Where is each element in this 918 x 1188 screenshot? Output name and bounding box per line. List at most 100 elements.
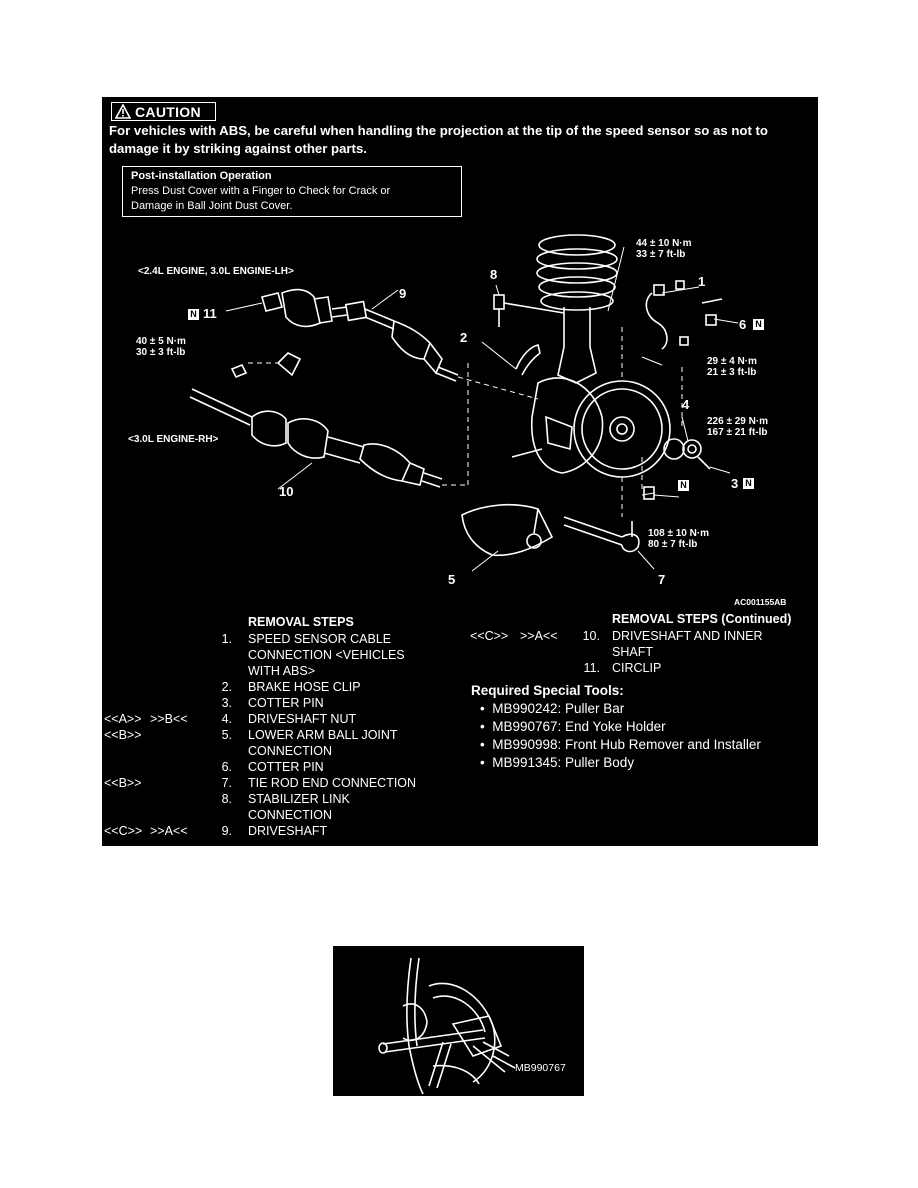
tool-item: • MB990998: Front Hub Remover and Instal… xyxy=(480,737,761,752)
tool-item-text: MB990998: Front Hub Remover and Installe… xyxy=(492,737,761,752)
callout-10: 10 xyxy=(279,484,294,499)
step-text: DRIVESHAFT NUT xyxy=(248,712,357,726)
step-row: CONNECTION xyxy=(104,807,444,823)
step-row: WITH ABS> xyxy=(104,663,444,679)
tool-item-text: MB991345: Puller Body xyxy=(492,755,635,770)
step-ref-b: >>A<< xyxy=(520,629,558,643)
step-row: CONNECTION xyxy=(104,743,444,759)
torque-80ftlb: 80 ± 7 ft-lb xyxy=(648,539,698,550)
step-text: CONNECTION <VEHICLES xyxy=(248,648,405,662)
callout-1: 1 xyxy=(698,274,706,289)
step-row: <<B>>7.TIE ROD END CONNECTION xyxy=(104,775,444,791)
end-yoke-holder-drawing xyxy=(378,957,516,1095)
step-ref-a: <<C>> xyxy=(104,824,143,838)
tool-item: • MB990767: End Yoke Holder xyxy=(480,719,666,734)
special-tools-list: • MB990242: Puller Bar • MB990767: End Y… xyxy=(480,700,761,772)
caution-text: For vehicles with ABS, be careful when h… xyxy=(109,123,768,156)
step-text: TIE ROD END CONNECTION xyxy=(248,776,417,790)
removal-steps-continued-list: <<C>>>>A<<10.DRIVESHAFT AND INNER SHAFT … xyxy=(470,628,810,676)
callout-3: 3 xyxy=(731,476,739,491)
step-ref-b: >>A<< xyxy=(150,824,188,838)
caution-title: CAUTION xyxy=(135,103,201,120)
procedure-figure-panel: CAUTION For vehicles with ABS, be carefu… xyxy=(102,97,818,846)
step-text: LOWER ARM BALL JOINT xyxy=(248,728,398,742)
step-ref-a: <<B>> xyxy=(104,776,142,790)
warning-triangle-icon xyxy=(115,104,131,119)
removal-steps-heading: REMOVAL STEPS xyxy=(248,615,354,629)
torque-21ftlb: 21 ± 3 ft-lb xyxy=(707,367,757,378)
callout-7: 7 xyxy=(658,572,666,587)
knuckle-hub-drawing xyxy=(511,377,671,478)
tool-photo-label: MB990767 xyxy=(515,1062,566,1074)
step-ref-a: <<C>> xyxy=(470,629,509,643)
cotter-pin-and-nut-drawing xyxy=(643,298,723,500)
step-text: SHAFT xyxy=(612,645,653,659)
callout-5: 5 xyxy=(448,572,456,587)
step-text: CIRCLIP xyxy=(612,661,662,675)
driveshaft-upper-drawing xyxy=(261,288,459,382)
post-installation-note: Post-installation Operation Press Dust C… xyxy=(122,166,462,217)
step-text: DRIVESHAFT xyxy=(248,824,328,838)
post-installation-title: Post-installation Operation xyxy=(131,170,272,182)
step-row: CONNECTION <VEHICLES xyxy=(104,647,444,663)
special-tools-heading: Required Special Tools: xyxy=(471,683,624,698)
figure-code: AC001155AB xyxy=(734,597,787,607)
caution-badge: CAUTION xyxy=(111,102,216,121)
step-number: 9. xyxy=(221,824,232,838)
new-part-mark-3: N xyxy=(743,478,754,489)
removal-steps-list: 1.SPEED SENSOR CABLE CONNECTION <VEHICLE… xyxy=(104,631,444,839)
strut-spring-drawing xyxy=(536,234,618,384)
step-text: CONNECTION xyxy=(248,808,333,822)
callout-8: 8 xyxy=(490,267,498,282)
step-text: STABILIZER LINK xyxy=(248,792,350,806)
step-row: <<A>>>>B<<4.DRIVESHAFT NUT xyxy=(104,711,444,727)
tool-usage-photo: MB990767 xyxy=(333,946,584,1096)
step-number: 5. xyxy=(221,728,232,742)
callout-11: 11 xyxy=(203,306,217,321)
callout-2: 2 xyxy=(460,330,468,345)
stabilizer-link-drawing xyxy=(493,294,565,327)
step-row: 2.BRAKE HOSE CLIP xyxy=(104,679,444,695)
callout-6: 6 xyxy=(739,317,747,332)
step-row: 1.SPEED SENSOR CABLE xyxy=(104,631,444,647)
engine-label-rh: <3.0L ENGINE-RH> xyxy=(128,434,219,445)
step-row: <<C>> >>A<< 10. DRIVESHAFT AND INNER xyxy=(470,628,810,644)
new-part-mark-nut: N xyxy=(678,480,689,491)
step-ref-b: >>B<< xyxy=(150,712,188,726)
torque-108nm: 108 ± 10 N·m xyxy=(648,528,710,539)
torque-44nm: 44 ± 10 N·m xyxy=(636,238,692,249)
step-number: 8. xyxy=(221,792,232,806)
step-row: 3. COTTER PIN xyxy=(104,695,444,711)
torque-33ftlb: 33 ± 7 ft-lb xyxy=(636,249,686,260)
driveshaft-lower-drawing xyxy=(189,352,443,488)
post-installation-text: Press Dust Cover with a Finger to Check … xyxy=(131,185,391,212)
callout-4: 4 xyxy=(682,397,690,412)
step-row: 6.COTTER PIN xyxy=(104,759,444,775)
torque-40nm: 40 ± 5 N·m xyxy=(136,336,186,347)
step-number: 3. xyxy=(221,696,232,710)
step-number: 10. xyxy=(582,629,600,643)
torque-30ftlb: 30 ± 3 ft-lb xyxy=(136,347,186,358)
step-text: COTTER PIN xyxy=(248,760,324,774)
step-text: CONNECTION xyxy=(248,744,333,758)
torque-226nm: 226 ± 29 N·m xyxy=(707,416,769,427)
engine-label-lh: <2.4L ENGINE, 3.0L ENGINE-LH> xyxy=(138,266,294,277)
speed-sensor-drawing xyxy=(645,280,689,350)
exploded-view-diagram xyxy=(189,234,739,572)
lower-arm-drawing xyxy=(461,503,554,557)
step-row: 8. STABILIZER LINK xyxy=(104,791,444,807)
step-text: WITH ABS> xyxy=(248,664,316,678)
torque-167ftlb: 167 ± 21 ft-lb xyxy=(707,427,768,438)
step-number: 4. xyxy=(221,712,232,726)
step-text: DRIVESHAFT AND INNER xyxy=(612,629,763,643)
torque-29nm: 29 ± 4 N·m xyxy=(707,356,757,367)
step-ref-a: <<B>> xyxy=(104,728,142,742)
step-text: BRAKE HOSE CLIP xyxy=(248,680,361,694)
step-text: COTTER PIN xyxy=(248,696,324,710)
new-part-mark-11: N xyxy=(188,309,199,320)
tool-item: • MB990242: Puller Bar xyxy=(480,701,625,716)
step-row: SHAFT xyxy=(470,644,810,660)
callout-9: 9 xyxy=(399,286,407,301)
tool-item: • MB991345: Puller Body xyxy=(480,755,635,770)
step-row: <<B>> 5. LOWER ARM BALL JOINT xyxy=(104,727,444,743)
